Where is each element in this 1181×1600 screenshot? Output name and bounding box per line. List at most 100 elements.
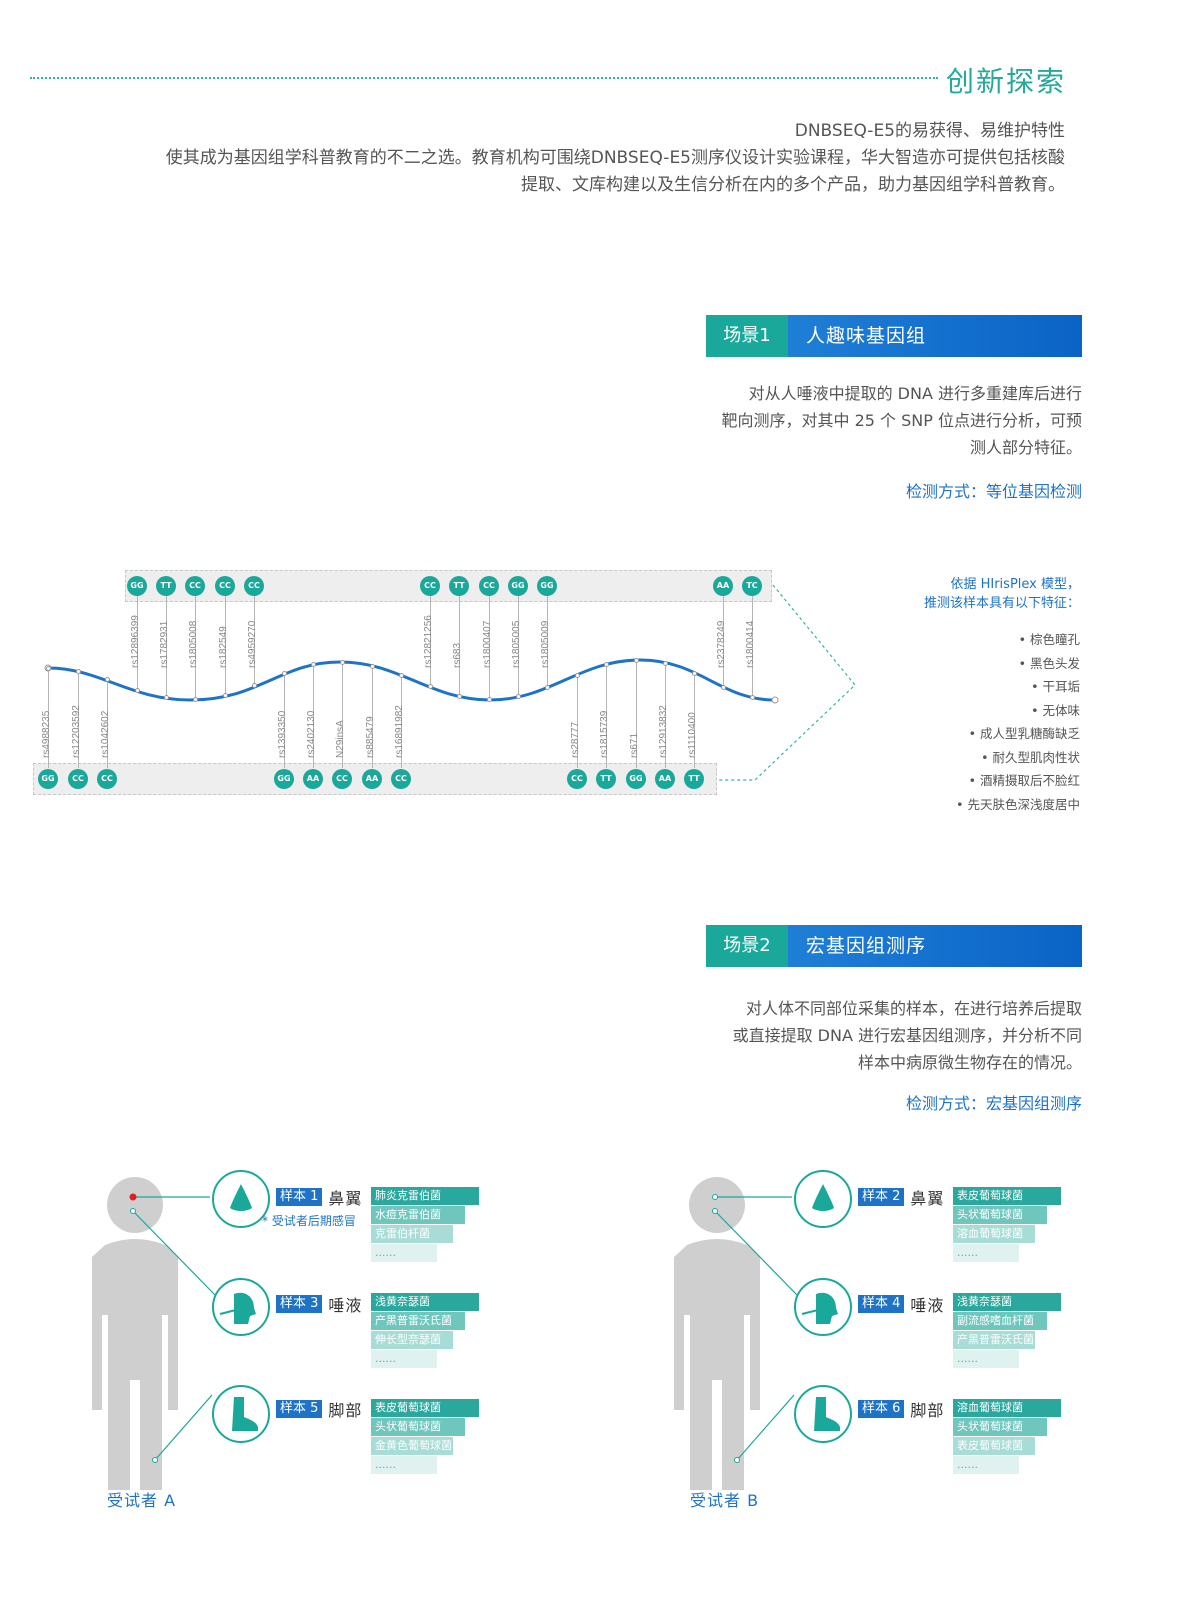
trait-item: • 干耳垢 [1031, 679, 1080, 694]
snp-dot [163, 695, 169, 701]
trait-heading-line: 依据 HIrisPlex 模型， [950, 577, 1080, 592]
bacteria-bar: 表皮葡萄球菌 [371, 1399, 479, 1417]
snp-id-label: rs2378249 [716, 620, 727, 668]
sample-3-label: 样本 3 唾液 [276, 1294, 363, 1315]
scene1-label: 场景1 [706, 315, 788, 357]
bacteria-bar: ...... [371, 1244, 437, 1262]
bacteria-bar: ...... [953, 1456, 1019, 1474]
trait-list: • 棕色瞳孔 • 黑色头发 • 干耳垢 • 无体味 • 成人型乳糖酶缺乏 • 耐… [956, 628, 1080, 816]
intro-line: DNBSEQ-E5的易获得、易维护特性 [794, 121, 1065, 141]
bacteria-bar: 头状葡萄球菌 [953, 1206, 1047, 1224]
snp-connector [342, 662, 343, 768]
genotype-badge: CC [567, 769, 587, 789]
snp-id-label: rs1805009 [540, 620, 551, 668]
snp-connector [606, 664, 607, 768]
snp-dot [339, 659, 345, 665]
trait-item: • 无体味 [1031, 702, 1080, 718]
snp-connector [195, 596, 196, 700]
subject-a-note: * 受试者后期感冒 [262, 1214, 356, 1228]
bacteria-bar: ...... [371, 1350, 437, 1368]
trait-heading: 依据 HIrisPlex 模型， 推测该样本具有以下特征： [924, 575, 1080, 613]
snp-id-label: rs12896399 [130, 615, 141, 668]
genotype-badge: AA [303, 769, 323, 789]
snp-connector [254, 596, 255, 686]
snp-dot [398, 673, 404, 678]
snp-connector [694, 673, 695, 768]
dna-curve [47, 658, 776, 702]
intro-line: 提取、文库构建以及生信分析在内的多个产品，助力基因组学科普教育。 [521, 175, 1065, 195]
bacteria-bar: 克雷伯杆菌 [371, 1225, 453, 1243]
bacteria-bar: 产黑普雷沃氏菌 [371, 1312, 465, 1330]
bacteria-bar: 浅黄奈瑟菌 [371, 1293, 479, 1311]
genotype-badge: CC [244, 576, 264, 596]
snp-dot [104, 677, 110, 683]
genotype-badge: CC [479, 576, 499, 596]
scene1-description: 对从人唾液中提取的 DNA 进行多重建库后进行 靶向测序，对其中 25 个 SN… [660, 380, 1082, 461]
sample-6-label: 样本 6 脚部 [858, 1399, 944, 1420]
snp-connector [459, 596, 460, 697]
genotype-badge: TT [684, 769, 704, 789]
scene2-heading: 场景2 宏基因组测序 [706, 925, 1082, 967]
nose-icon [794, 1170, 852, 1228]
foot-icon [794, 1385, 852, 1443]
snp-id-label: rs1782931 [159, 620, 170, 668]
subject-b-connectors [712, 1194, 798, 1463]
scene1-name: 人趣味基因组 [788, 315, 1082, 357]
trait-item: • 成人型乳糖酶缺乏 [968, 726, 1080, 741]
page-title: 创新探索 [946, 65, 1067, 98]
sample-tag: 样本 4 [858, 1295, 905, 1313]
genotype-badge: TC [742, 576, 762, 596]
sample-tag: 样本 6 [858, 1400, 905, 1418]
snp-connector [48, 668, 49, 768]
snp-dot [720, 684, 726, 690]
snp-dot [486, 697, 492, 703]
snp-connector [78, 671, 79, 768]
snp-connector [489, 596, 490, 700]
snp-dot [45, 665, 51, 671]
genotype-badge: GG [537, 576, 557, 596]
saliva-face-icon [794, 1278, 852, 1336]
trait-item: • 棕色瞳孔 [1018, 632, 1080, 647]
genotype-badge: CC [391, 769, 411, 789]
trait-item: • 黑色头发 [1018, 655, 1080, 671]
genotype-badge: CC [97, 769, 117, 789]
bacteria-bar: 表皮葡萄球菌 [953, 1187, 1061, 1205]
sample-tag: 样本 3 [276, 1295, 323, 1313]
desc-line: 样本中病原微生物存在的情况。 [857, 1053, 1082, 1072]
snp-id-label: rs1042602 [100, 710, 111, 758]
saliva-face-icon [212, 1278, 270, 1336]
bacteria-bar: 产黑普雷沃氏菌 [953, 1331, 1035, 1349]
bacteria-bar: 伸长型奈瑟菌 [371, 1331, 453, 1349]
snp-id-label: rs182549 [218, 626, 229, 668]
snp-id-label: rs12913832 [658, 705, 669, 758]
trait-item: • 先天肤色深浅度居中 [956, 796, 1080, 812]
snp-dot [515, 694, 521, 700]
genotype-badge: GG [626, 769, 646, 789]
snp-connector [284, 673, 285, 768]
desc-line: 靶向测序，对其中 25 个 SNP 位点进行分析，可预 [721, 411, 1082, 430]
sample-5-label: 样本 5 脚部 [276, 1399, 362, 1420]
snp-id-label: rs1800414 [745, 620, 756, 668]
bacteria-bar: 金黄色葡萄球菌 [371, 1437, 453, 1455]
snp-dot [691, 671, 697, 677]
snp-id-label: rs1805005 [511, 620, 522, 668]
scene2-description: 对人体不同部位采集的样本，在进行培养后提取 或直接提取 DNA 进行宏基因组测序… [660, 995, 1082, 1076]
snp-dot [75, 668, 81, 674]
snp-connector [313, 664, 314, 768]
intro-paragraph: DNBSEQ-E5的易获得、易维护特性 使其成为基因组学科普教育的不二之选。教育… [20, 118, 1065, 199]
desc-line: 测人部分特征。 [969, 438, 1082, 457]
genotype-badge: GG [38, 769, 58, 789]
sample-1-label: 样本 1 鼻翼 [276, 1187, 362, 1208]
sample-site: 唾液 [328, 1296, 363, 1315]
genotype-badge: AA [713, 576, 733, 596]
sample-tag: 样本 5 [276, 1400, 323, 1418]
sample-site: 唾液 [910, 1296, 945, 1315]
bacteria-bar: ...... [953, 1244, 1019, 1262]
bacteria-bar: 头状葡萄球菌 [953, 1418, 1047, 1436]
snp-id-label: rs683 [452, 642, 463, 668]
snp-connector [665, 663, 666, 768]
snp-dot [251, 682, 257, 688]
bacteria-bar: 水痘克雷伯菌 [371, 1206, 465, 1224]
snp-id-label: rs16891982 [394, 705, 405, 758]
snp-id-label: rs885479 [365, 716, 376, 758]
